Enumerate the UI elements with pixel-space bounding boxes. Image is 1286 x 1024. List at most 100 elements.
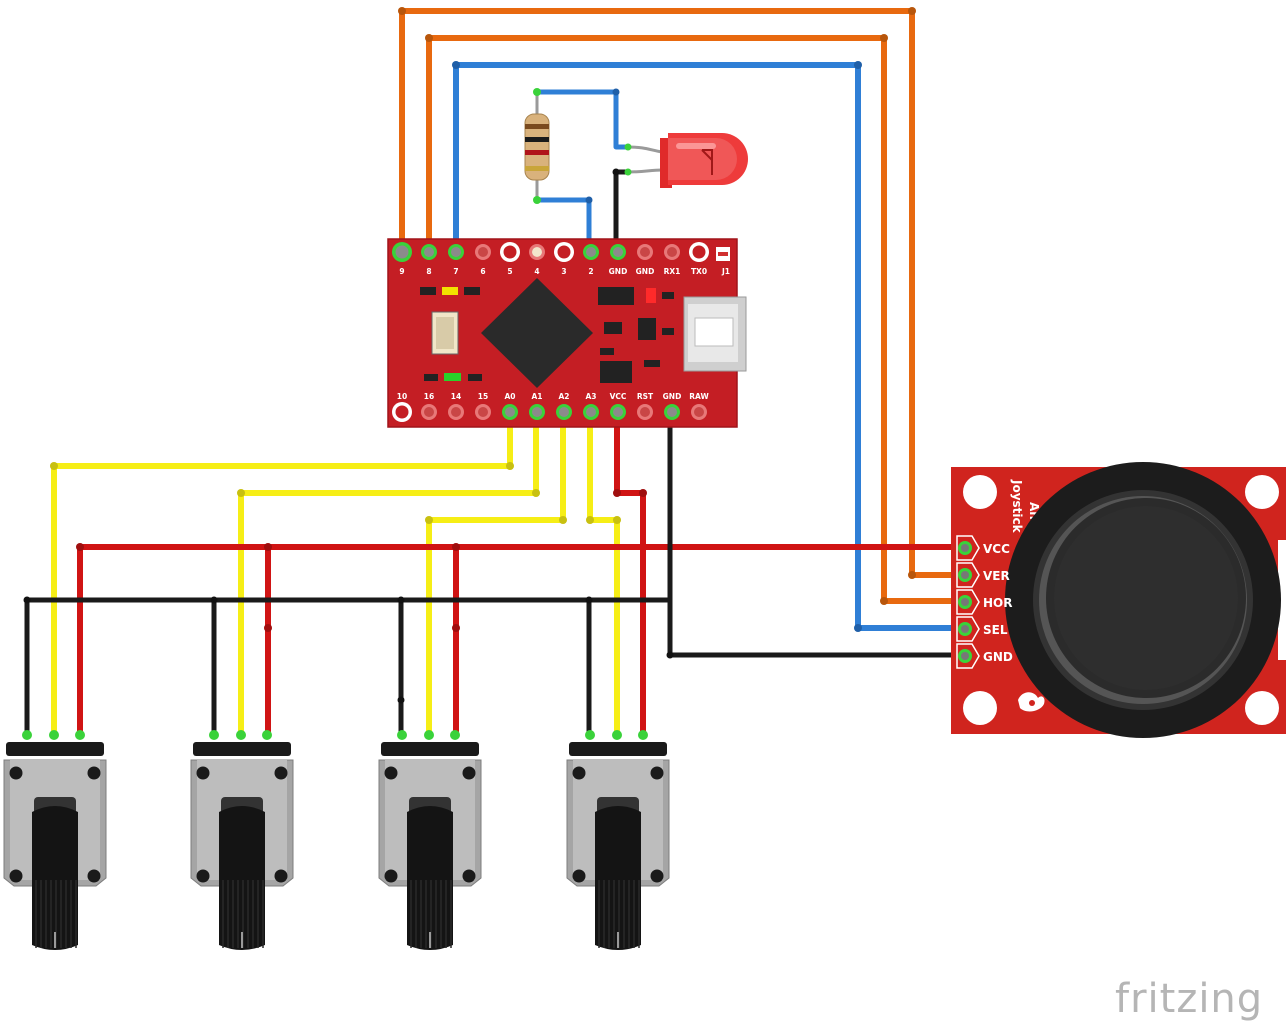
wire-yellow-a0-pot1 [51,409,513,738]
pot-pin [22,730,32,740]
analog-joystick-module: Analog Joystick [951,462,1286,738]
potentiometer-2 [190,730,294,950]
pin-label-rx1: RX1 [664,267,681,276]
wire-blue-resistor-led [534,89,631,150]
pot-pin [612,730,622,740]
pin-hole-inner [667,407,677,417]
pin-hole-inner [532,247,542,257]
pin-label-gnd: GND [663,392,682,401]
pin-label-15: 15 [478,392,488,401]
pin-hole-inner [395,405,409,419]
pot-header [381,742,479,756]
pin-hole-inner [532,407,542,417]
pin-label-vcc: VCC [610,392,627,401]
joystick-pin-inner [961,544,969,552]
joystick-pin-outline [956,535,980,561]
pin-label-10: 10 [397,392,407,401]
pin-label-16: 16 [424,392,434,401]
top-pin-row [392,242,709,262]
pot-header [569,742,667,756]
joystick-pin-label-gnd: GND [983,650,1013,664]
bottom-pin-row [392,402,707,422]
fritzing-watermark: fritzing [1115,976,1263,1022]
joystick-title-line2: Joystick [1010,479,1024,534]
wire-red-vcc [614,409,646,738]
pin-hole-inner [613,407,623,417]
potentiometer-1 [3,730,107,950]
wire-bendpoints [23,7,916,704]
pin-label-2: 2 [588,267,593,276]
pin-label-a1: A1 [531,392,542,401]
wire-black-bus [24,597,673,738]
pin-hole-inner [640,407,650,417]
pin-label-7: 7 [453,267,458,276]
pin-label-j1: J1 [721,267,730,276]
pin-hole-inner [613,247,623,257]
pin-label-14: 14 [451,392,461,401]
pot-screw [274,869,288,883]
pin-label-3: 3 [561,267,566,276]
joystick-pin-outline [956,643,980,669]
pin-label-9: 9 [399,267,404,276]
pot-screw [462,869,476,883]
joystick-pin-outline [956,589,980,615]
wire-yellow-a1-pot2 [238,409,539,738]
pin-hole-inner [503,245,517,259]
pot-screw [87,869,101,883]
joystick-pin-label-vcc: VCC [983,542,1010,556]
pin-hole-inner [395,245,409,259]
joystick-pin-inner [961,571,969,579]
pin-hole-inner [451,407,461,417]
pin-hole-inner [640,247,650,257]
pot-pin [424,730,434,740]
pin-label-raw: RAW [689,392,709,401]
pin-label-6: 6 [480,267,485,276]
pot-screw [650,869,664,883]
joystick-pin-label-hor: HOR [983,596,1012,610]
potentiometers [3,730,670,950]
pot-pin [262,730,272,740]
pot-pin [49,730,59,740]
wire-yellow-a2-pot3 [426,409,566,738]
joystick-pin-inner [961,625,969,633]
pin-label-4: 4 [534,267,539,276]
joystick-pin-inner [961,652,969,660]
pot-pin [397,730,407,740]
pot-screw [87,766,101,780]
pot-screw [9,766,23,780]
pin-hole-inner [478,407,488,417]
potentiometer-4 [566,730,670,950]
pot-pin [236,730,246,740]
pot-header [193,742,291,756]
pin-label-a3: A3 [585,392,596,401]
pin-hole-inner [559,407,569,417]
wire-black-gnd-joystick [667,409,968,658]
pin-hole-inner [667,247,677,257]
arduino-pro-micro-board [387,238,747,428]
pot-screw [196,766,210,780]
joystick-pin-outline [956,616,980,642]
pot-pin [638,730,648,740]
pot-screw [196,869,210,883]
pot-screw [9,869,23,883]
potentiometer-3 [378,730,482,950]
joystick-pin-outline [956,562,980,588]
pot-header [6,742,104,756]
resistor [524,88,550,204]
pin-hole-inner [451,247,461,257]
pin-hole-inner [424,247,434,257]
pin-label-gnd: GND [609,267,628,276]
pin-hole-inner [424,407,434,417]
pin-hole-inner [586,247,596,257]
pot-pin [585,730,595,740]
pot-screw [650,766,664,780]
pin-hole-inner [586,407,596,417]
wires [24,8,968,738]
pin-hole-inner [694,407,704,417]
pot-screw [384,869,398,883]
pot-screw [572,766,586,780]
